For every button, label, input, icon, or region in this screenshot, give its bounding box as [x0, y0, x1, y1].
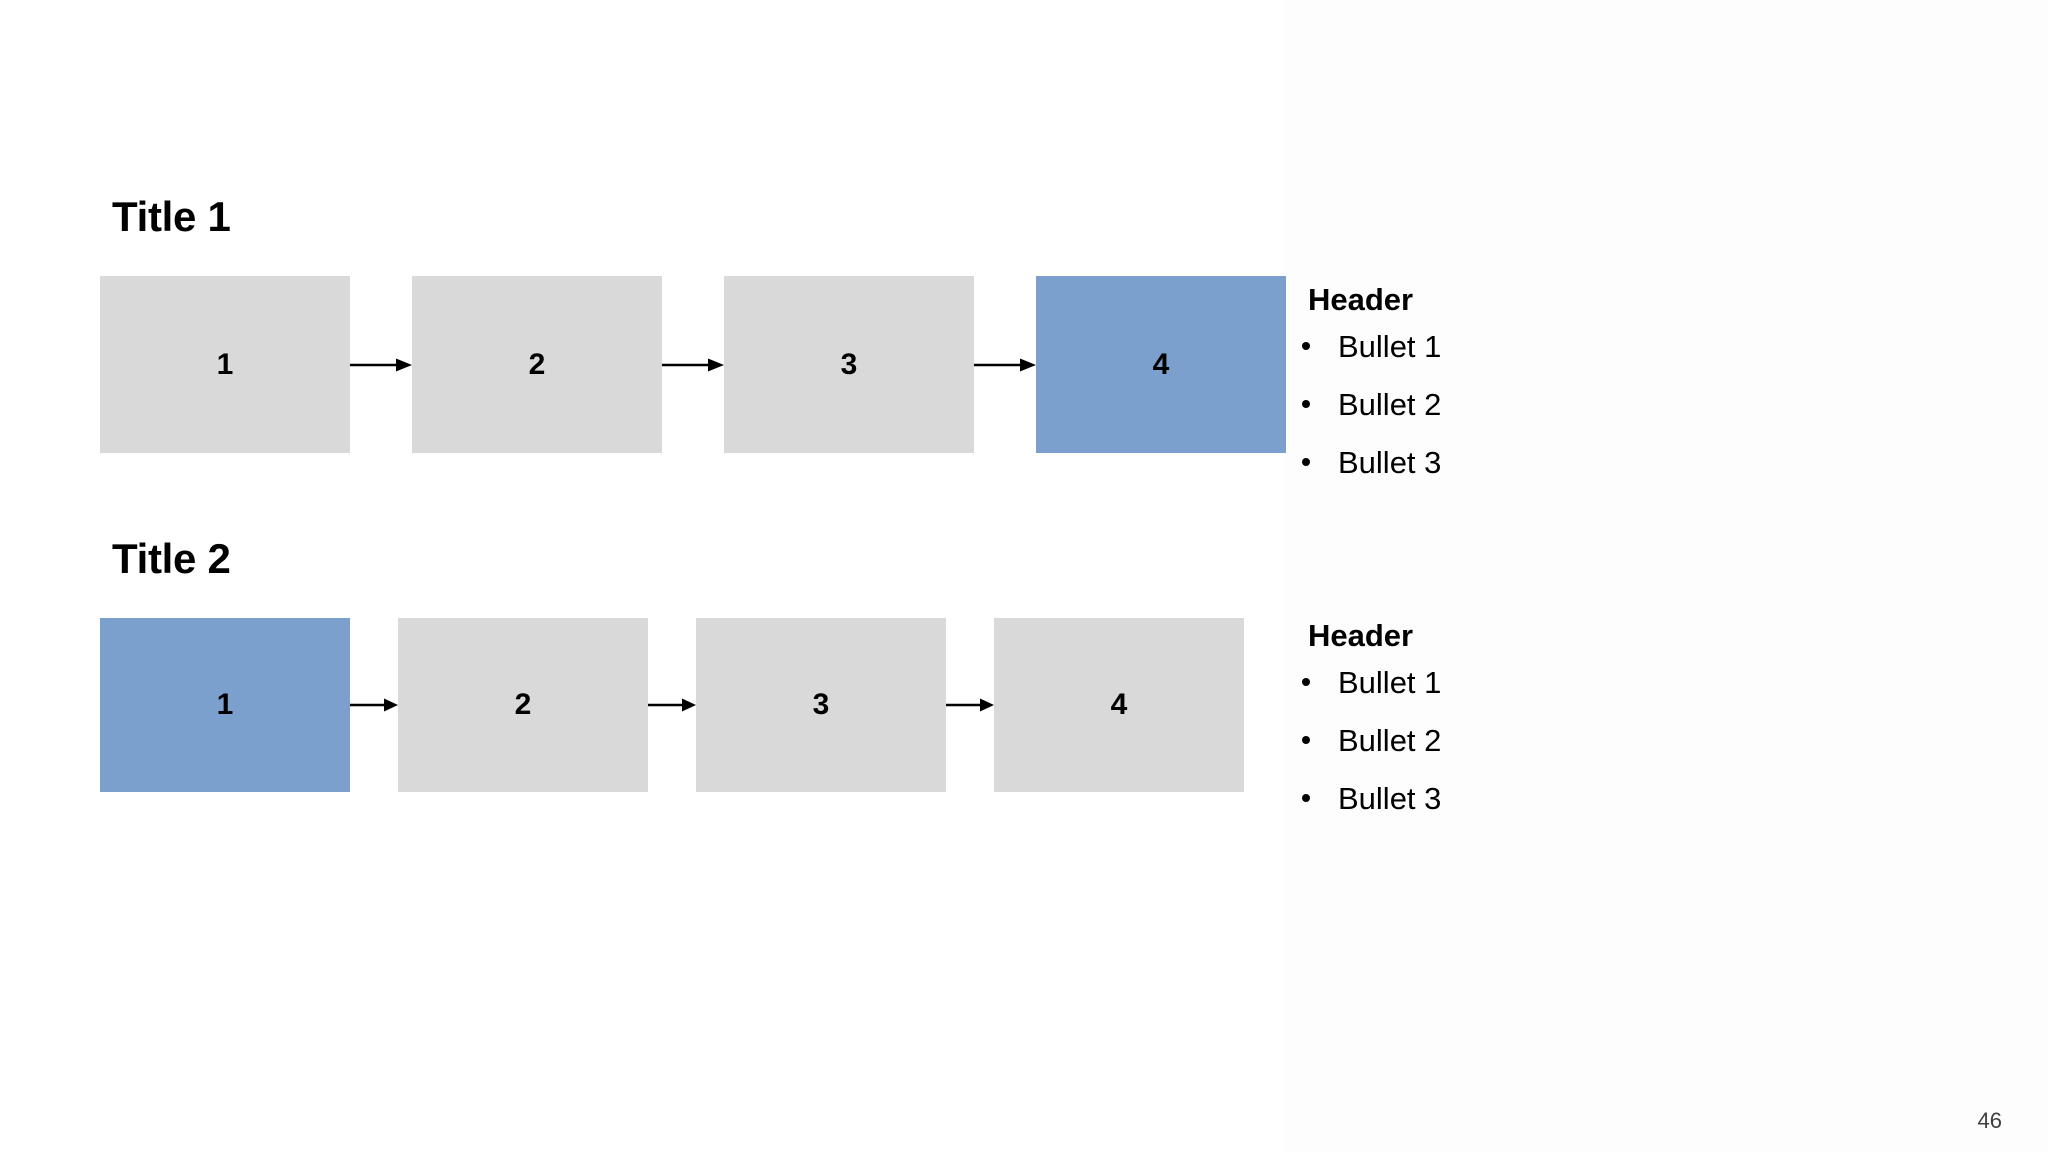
bullet-dot-icon — [1302, 342, 1310, 350]
bullet-label: Bullet 2 — [1338, 387, 1442, 422]
row-2-arrow-2-to-3 — [648, 695, 696, 715]
bullet-label: Bullet 2 — [1338, 723, 1442, 758]
bullet-label: Bullet 1 — [1338, 665, 1442, 700]
bullet-label: Bullet 1 — [1338, 329, 1442, 364]
row-2-node-2[interactable]: 2 — [398, 618, 648, 792]
arrow-right-icon — [648, 695, 696, 715]
row-2-title: Title 2 — [112, 535, 231, 582]
row-2-node-1-label: 1 — [216, 688, 234, 721]
list-item: Bullet 2 — [1300, 725, 1720, 756]
row-1-node-chain: 1 2 — [100, 276, 1286, 453]
row-1-node-1-label: 1 — [216, 347, 234, 381]
row-1-node-1[interactable]: 1 — [100, 276, 350, 453]
bullet-label: Bullet 3 — [1338, 781, 1442, 816]
row-2-arrow-1-to-2 — [350, 695, 398, 715]
bullet-dot-icon — [1302, 736, 1310, 744]
row-1-arrow-2-to-3 — [662, 355, 724, 375]
arrow-right-icon — [350, 695, 398, 715]
right-panel-background — [1284, 0, 2048, 1152]
row-1-node-4-label: 4 — [1152, 347, 1170, 381]
bullet-dot-icon — [1302, 458, 1310, 466]
bullet-dot-icon — [1302, 678, 1310, 686]
row-2-node-1[interactable]: 1 — [100, 618, 350, 792]
list-item: Bullet 3 — [1300, 783, 1720, 814]
arrow-right-icon — [350, 355, 412, 375]
bullet-dot-icon — [1302, 400, 1310, 408]
row-1-node-2[interactable]: 2 — [412, 276, 662, 453]
row-1-node-4[interactable]: 4 — [1036, 276, 1286, 453]
arrow-right-icon — [974, 355, 1036, 375]
row-1-arrow-1-to-2 — [350, 355, 412, 375]
row-1-node-3[interactable]: 3 — [724, 276, 974, 453]
info-block-row-1: Header Bullet 1 Bullet 2 Bullet 3 — [1300, 284, 1720, 478]
row-1-title: Title 1 — [112, 193, 231, 240]
info-block-row-2-header: Header — [1308, 618, 1414, 653]
list-item: Bullet 1 — [1300, 667, 1720, 698]
row-2-node-3[interactable]: 3 — [696, 618, 946, 792]
row-1-node-2-label: 2 — [528, 347, 546, 381]
info-block-row-2: Header Bullet 1 Bullet 2 Bullet 3 — [1300, 620, 1720, 814]
info-block-row-1-bullet-list: Bullet 1 Bullet 2 Bullet 3 — [1300, 331, 1720, 478]
arrow-right-icon — [946, 695, 994, 715]
bullet-dot-icon — [1302, 794, 1310, 802]
list-item: Bullet 1 — [1300, 331, 1720, 362]
row-2-node-4[interactable]: 4 — [994, 618, 1244, 792]
row-2-node-3-label: 3 — [812, 688, 830, 721]
list-item: Bullet 3 — [1300, 447, 1720, 478]
row-2-node-chain: 1 2 — [100, 618, 1244, 792]
row-2-node-2-label: 2 — [514, 688, 532, 721]
bullet-label: Bullet 3 — [1338, 445, 1442, 480]
info-block-row-1-header: Header — [1308, 282, 1414, 317]
row-2-node-4-label: 4 — [1110, 688, 1128, 721]
list-item: Bullet 2 — [1300, 389, 1720, 420]
page-number: 46 — [1977, 1108, 2002, 1133]
row-1-arrow-3-to-4 — [974, 355, 1036, 375]
arrow-right-icon — [662, 355, 724, 375]
row-2-arrow-3-to-4 — [946, 695, 994, 715]
row-1-node-3-label: 3 — [840, 347, 858, 381]
info-block-row-2-bullet-list: Bullet 1 Bullet 2 Bullet 3 — [1300, 667, 1720, 814]
